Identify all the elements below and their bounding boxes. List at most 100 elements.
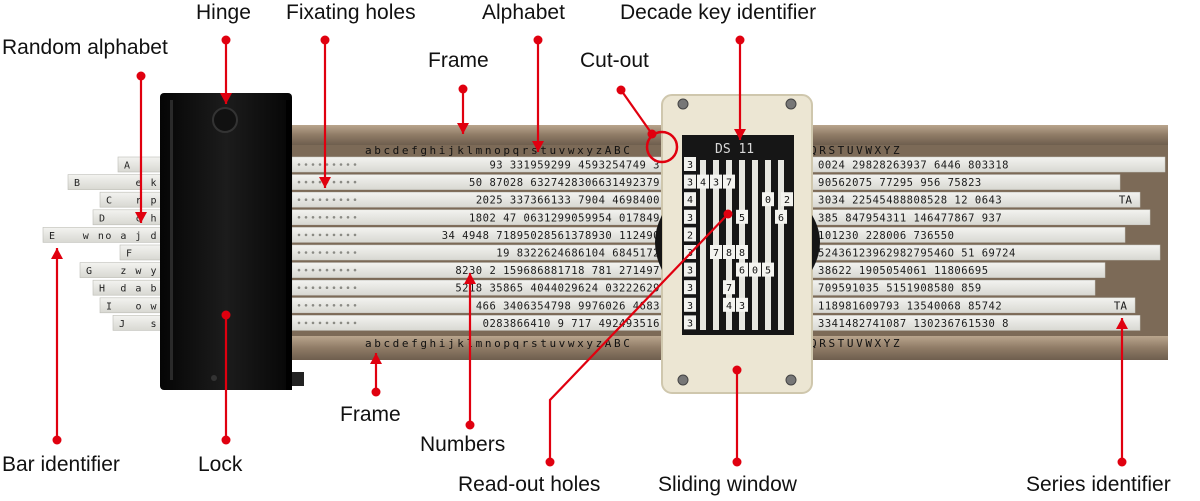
callout-dot [136, 71, 146, 81]
fixating-hole [304, 286, 308, 290]
fixating-hole [353, 286, 357, 290]
read-out-cell [710, 245, 722, 259]
callout-arrowhead [319, 177, 331, 188]
fixating-hole [339, 321, 343, 325]
fixating-hole [325, 286, 329, 290]
fixating-hole [332, 251, 336, 254]
callout-dot [458, 84, 468, 94]
fixating-hole [297, 321, 301, 325]
edge-cell [684, 262, 696, 277]
bar-numbers-right: 101230 228006 736550 [818, 230, 954, 242]
bottom-alphabet-right: QRSTUVWXYZ [810, 337, 902, 350]
read-out-digit: 0 [752, 266, 758, 277]
fixating-hole [325, 251, 329, 254]
bar-random-alphabet: d a b [120, 284, 158, 295]
edge-cell [684, 209, 696, 224]
edge-cell [684, 174, 696, 189]
fixating-hole [318, 233, 322, 237]
edge-cell [684, 192, 696, 207]
read-out-digit: 7 [713, 248, 719, 259]
fixating-hole [339, 286, 343, 290]
bar-random-alphabet: c h [135, 213, 158, 224]
bar-identifier: G [86, 266, 92, 277]
fixating-hole [311, 163, 315, 166]
fixating-hole [346, 304, 350, 307]
read-out-digit: 5 [739, 213, 745, 224]
callout-random-alphabet [135, 71, 147, 223]
callout-frame-top [457, 84, 469, 134]
callouts [51, 35, 1128, 467]
read-out-cell [736, 209, 748, 224]
fixating-hole [339, 251, 343, 254]
fixating-hole [311, 286, 315, 290]
read-out-cell [697, 174, 709, 189]
fixating-hole [311, 180, 315, 184]
fixating-hole [318, 321, 322, 325]
callout-line [620, 89, 653, 135]
callout-dot [545, 457, 555, 467]
fixating-hole [346, 268, 350, 272]
callout-arrowhead [532, 141, 544, 152]
fixating-hole [297, 304, 301, 307]
bar-identifier: C [106, 196, 112, 207]
fixating-hole [304, 163, 308, 166]
series-identifier: TA [1114, 299, 1128, 312]
fixating-hole [311, 233, 315, 237]
read-out-cell [710, 174, 722, 189]
read-out-cell [736, 245, 748, 259]
edge-digit: 3 [687, 213, 693, 224]
callout-dot [371, 387, 381, 397]
window-side-right [812, 215, 820, 270]
fixating-hole [353, 180, 357, 184]
label-hinge: Hinge [196, 1, 251, 24]
window-slot [752, 160, 758, 330]
callout-dot [732, 457, 742, 467]
callout-fixating-holes [319, 35, 331, 188]
fixating-hole [332, 268, 336, 272]
read-out-cell [723, 297, 735, 312]
callout-arrowhead [734, 129, 746, 140]
screw-icon [677, 98, 689, 110]
fixating-hole [332, 198, 336, 201]
fixating-hole [332, 233, 336, 237]
label-sliding-window: Sliding window [658, 473, 797, 496]
fixating-hole [304, 304, 308, 307]
callout-series-identifier [1116, 318, 1128, 467]
fixating-hole [346, 180, 350, 184]
fixating-hole [332, 216, 336, 219]
label-frame-top: Frame [428, 49, 489, 72]
bar-identifier: A [124, 161, 130, 172]
fixating-hole [332, 304, 336, 307]
fixating-hole [304, 216, 308, 219]
bar-random-alphabet: e k [135, 178, 158, 189]
callout-dot [221, 435, 231, 445]
bar-numbers-right: 90562075 77295 956 75823 [818, 177, 982, 189]
callout-lock [221, 310, 231, 445]
read-out-cell [736, 262, 748, 277]
edge-cell [781, 192, 793, 207]
bar-numbers-left: 34 4948 71895028561378930 112490 [442, 230, 660, 242]
label-frame-bottom: Frame [340, 403, 401, 426]
bar-numbers-right: 3034 22545488808528 12 0643 [818, 195, 1002, 207]
label-read-out-holes: Read-out holes [458, 473, 601, 496]
callout-dot [221, 35, 231, 45]
callout-arrowhead [457, 123, 469, 134]
fixating-hole [304, 251, 308, 254]
fixating-hole [332, 286, 336, 290]
read-out-cell [723, 280, 735, 295]
callout-dot [723, 209, 733, 219]
fixating-hole [311, 198, 315, 201]
fixating-hole [325, 268, 329, 272]
read-out-digit: 0 [765, 195, 771, 206]
fixating-hole [353, 321, 357, 325]
fixating-hole [304, 268, 308, 272]
label-alphabet: Alphabet [482, 1, 565, 24]
lock-body [160, 93, 292, 390]
callout-frame-bottom [370, 353, 382, 397]
fixating-hole [318, 286, 322, 290]
bar-numbers-right: 118981609793 13540068 85742 [818, 300, 1002, 312]
